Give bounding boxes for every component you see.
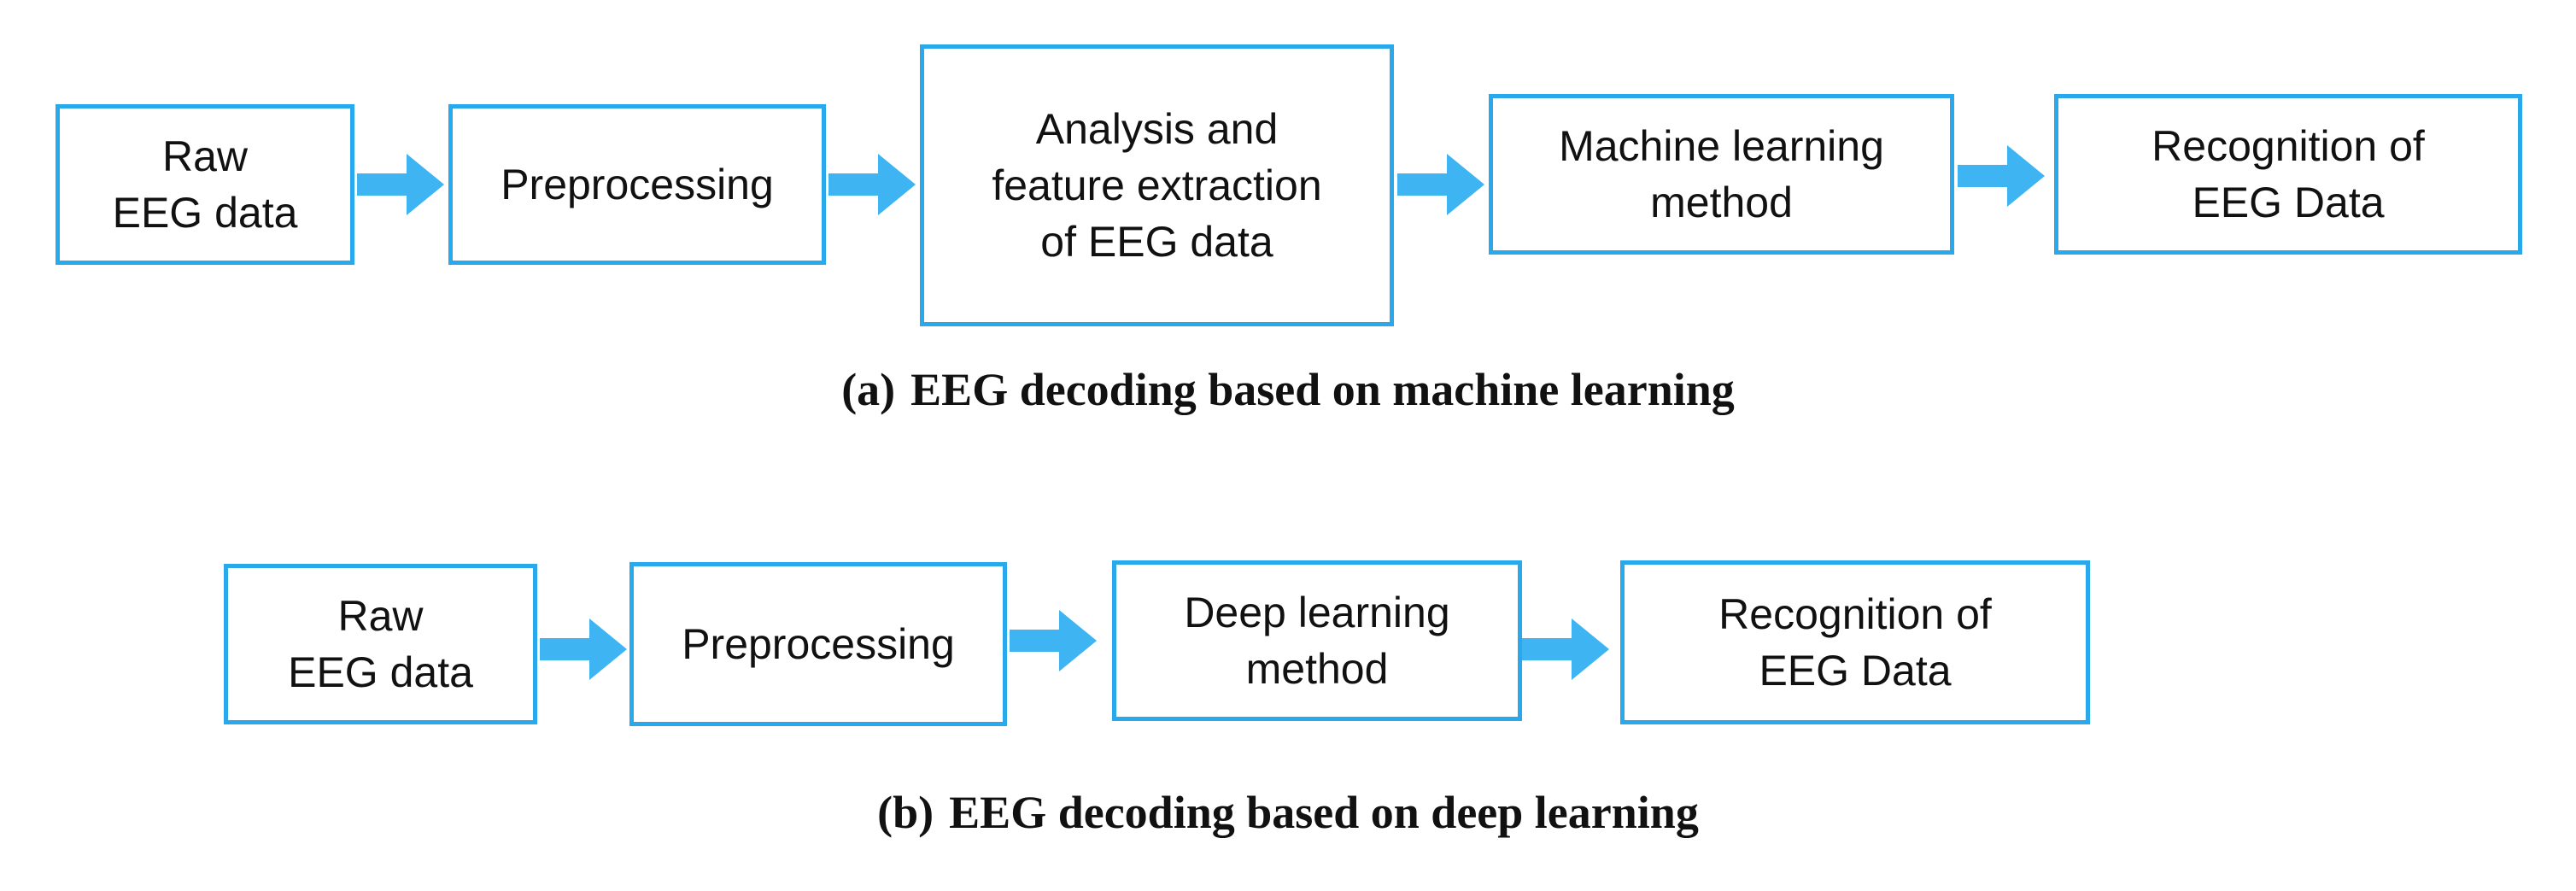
caption-b: (b) EEG decoding based on deep learning	[0, 786, 2576, 839]
box-line: Deep learning	[1184, 589, 1450, 636]
a-raw-eeg-data-box: Raw EEG data	[56, 104, 354, 265]
caption-a: (a) EEG decoding based on machine learnin…	[0, 363, 2576, 416]
b-arrow-right-icon-1	[540, 618, 627, 680]
box-line: method	[1245, 645, 1389, 693]
box-line: EEG Data	[2192, 179, 2385, 226]
caption-b-tag: (b)	[877, 787, 934, 838]
box-line: Preprocessing	[501, 161, 774, 208]
caption-a-text: EEG decoding based on machine learning	[910, 364, 1735, 415]
box-line: Raw	[337, 592, 424, 640]
b-deep-learning-method-box: Deep learning method	[1112, 560, 1522, 721]
b-recognition-of-eeg-data-box: Recognition of EEG Data	[1620, 560, 2090, 724]
box-line: Recognition of	[2152, 122, 2425, 170]
b-arrow-right-icon-3	[1522, 618, 1609, 680]
a-arrow-right-icon-3	[1397, 154, 1484, 215]
box-line: Preprocessing	[682, 620, 955, 668]
box-line: EEG data	[288, 648, 473, 696]
box-line: Recognition of	[1718, 590, 1992, 638]
caption-b-text: EEG decoding based on deep learning	[949, 787, 1699, 838]
box-line: Analysis and	[1035, 105, 1279, 153]
a-recognition-of-eeg-data-box: Recognition of EEG Data	[2054, 94, 2522, 255]
a-arrow-right-icon-2	[828, 154, 916, 215]
box-line: EEG data	[112, 189, 298, 237]
a-preprocessing-box: Preprocessing	[448, 104, 826, 265]
box-line: Raw	[161, 132, 249, 180]
b-preprocessing-box: Preprocessing	[629, 562, 1007, 726]
b-arrow-right-icon-2	[1010, 610, 1097, 671]
a-analysis-feature-extraction-box: Analysis and feature extraction of EEG d…	[920, 44, 1394, 326]
box-line: feature extraction	[992, 161, 1322, 209]
caption-a-tag: (a)	[841, 364, 896, 415]
b-raw-eeg-data-box: Raw EEG data	[224, 564, 537, 724]
a-machine-learning-method-box: Machine learning method	[1489, 94, 1954, 255]
box-line: EEG Data	[1759, 647, 1952, 695]
a-arrow-right-icon-4	[1958, 145, 2045, 207]
box-line: method	[1650, 179, 1793, 226]
a-arrow-right-icon-1	[357, 154, 444, 215]
box-line: of EEG data	[1040, 218, 1273, 266]
box-line: Machine learning	[1559, 122, 1884, 170]
